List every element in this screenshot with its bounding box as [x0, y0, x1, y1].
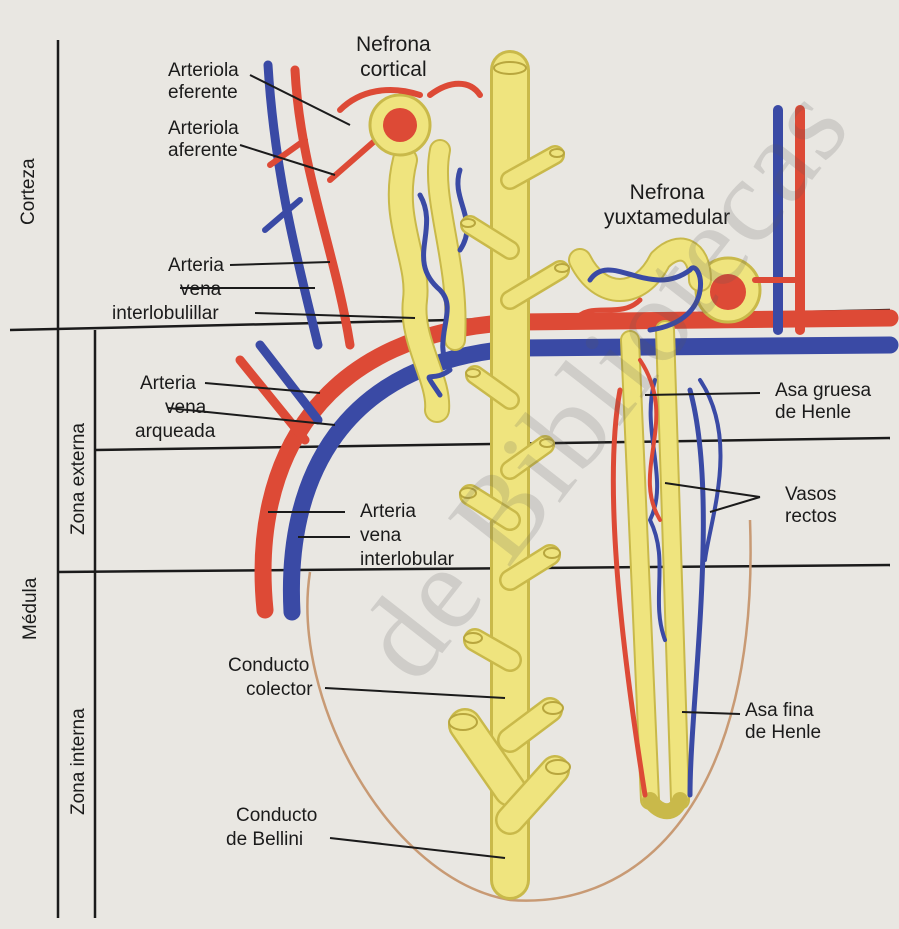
arteriola-aferente-line1: Arteriola: [168, 118, 239, 140]
conducto-colector-line1: Conducto: [228, 654, 313, 678]
nefrona-cortical-label: Nefrona cortical: [356, 32, 431, 82]
vasos-rectos-label: Vasos rectos: [785, 484, 837, 528]
conducto-colector-label: Conducto colector: [228, 654, 313, 702]
arteria-vena-interlobulillar-label: Arteria vena interlobulillar: [168, 254, 224, 326]
interlobular-artery-branch: [240, 360, 305, 440]
interlobulillar-line3: interlobulillar: [112, 302, 224, 326]
arqueada-line1: Arteria: [140, 372, 215, 396]
zone-externa-label: Zona externa: [68, 423, 90, 535]
arqueada-line3: arqueada: [135, 420, 215, 444]
asa-gruesa-line1: Asa gruesa: [775, 380, 871, 402]
asa-gruesa-label: Asa gruesa de Henle: [775, 380, 871, 424]
arteriola-eferente-line2: eferente: [168, 82, 239, 104]
conducto-colector-line2: colector: [246, 678, 313, 702]
arqueada-line2: vena: [165, 396, 215, 420]
arteriola-aferente-line2: aferente: [168, 140, 239, 162]
interlobulillar-line1: Arteria: [168, 254, 224, 278]
conducto-bellini-line1: Conducto: [236, 804, 317, 828]
arteriola-eferente-label: Arteriola eferente: [168, 60, 239, 104]
arteria-vena-arqueada-label: Arteria vena arqueada: [140, 372, 215, 444]
conducto-bellini-line2: de Bellini: [226, 828, 317, 852]
zone-interna-label: Zona interna: [68, 708, 90, 815]
asa-fina-line1: Asa fina: [745, 700, 821, 722]
asa-fina-label: Asa fina de Henle: [745, 700, 821, 744]
vasos-rectos-line1: Vasos: [785, 484, 837, 506]
interlobulillar-line2: vena: [180, 278, 224, 302]
nefrona-cortical-line2: cortical: [356, 57, 431, 82]
asa-gruesa-line2: de Henle: [775, 402, 871, 424]
arteriola-eferente-line1: Arteriola: [168, 60, 239, 82]
arteriola-aferente-label: Arteriola aferente: [168, 118, 239, 162]
zone-medula-label: Médula: [20, 578, 42, 640]
nefrona-cortical-line1: Nefrona: [356, 32, 431, 57]
zone-corteza-label: Corteza: [18, 158, 40, 225]
interlobular-vein-branch: [260, 345, 318, 420]
conducto-bellini-label: Conducto de Bellini: [226, 804, 317, 852]
asa-fina-line2: de Henle: [745, 722, 821, 744]
vasos-rectos-line2: rectos: [785, 506, 837, 528]
